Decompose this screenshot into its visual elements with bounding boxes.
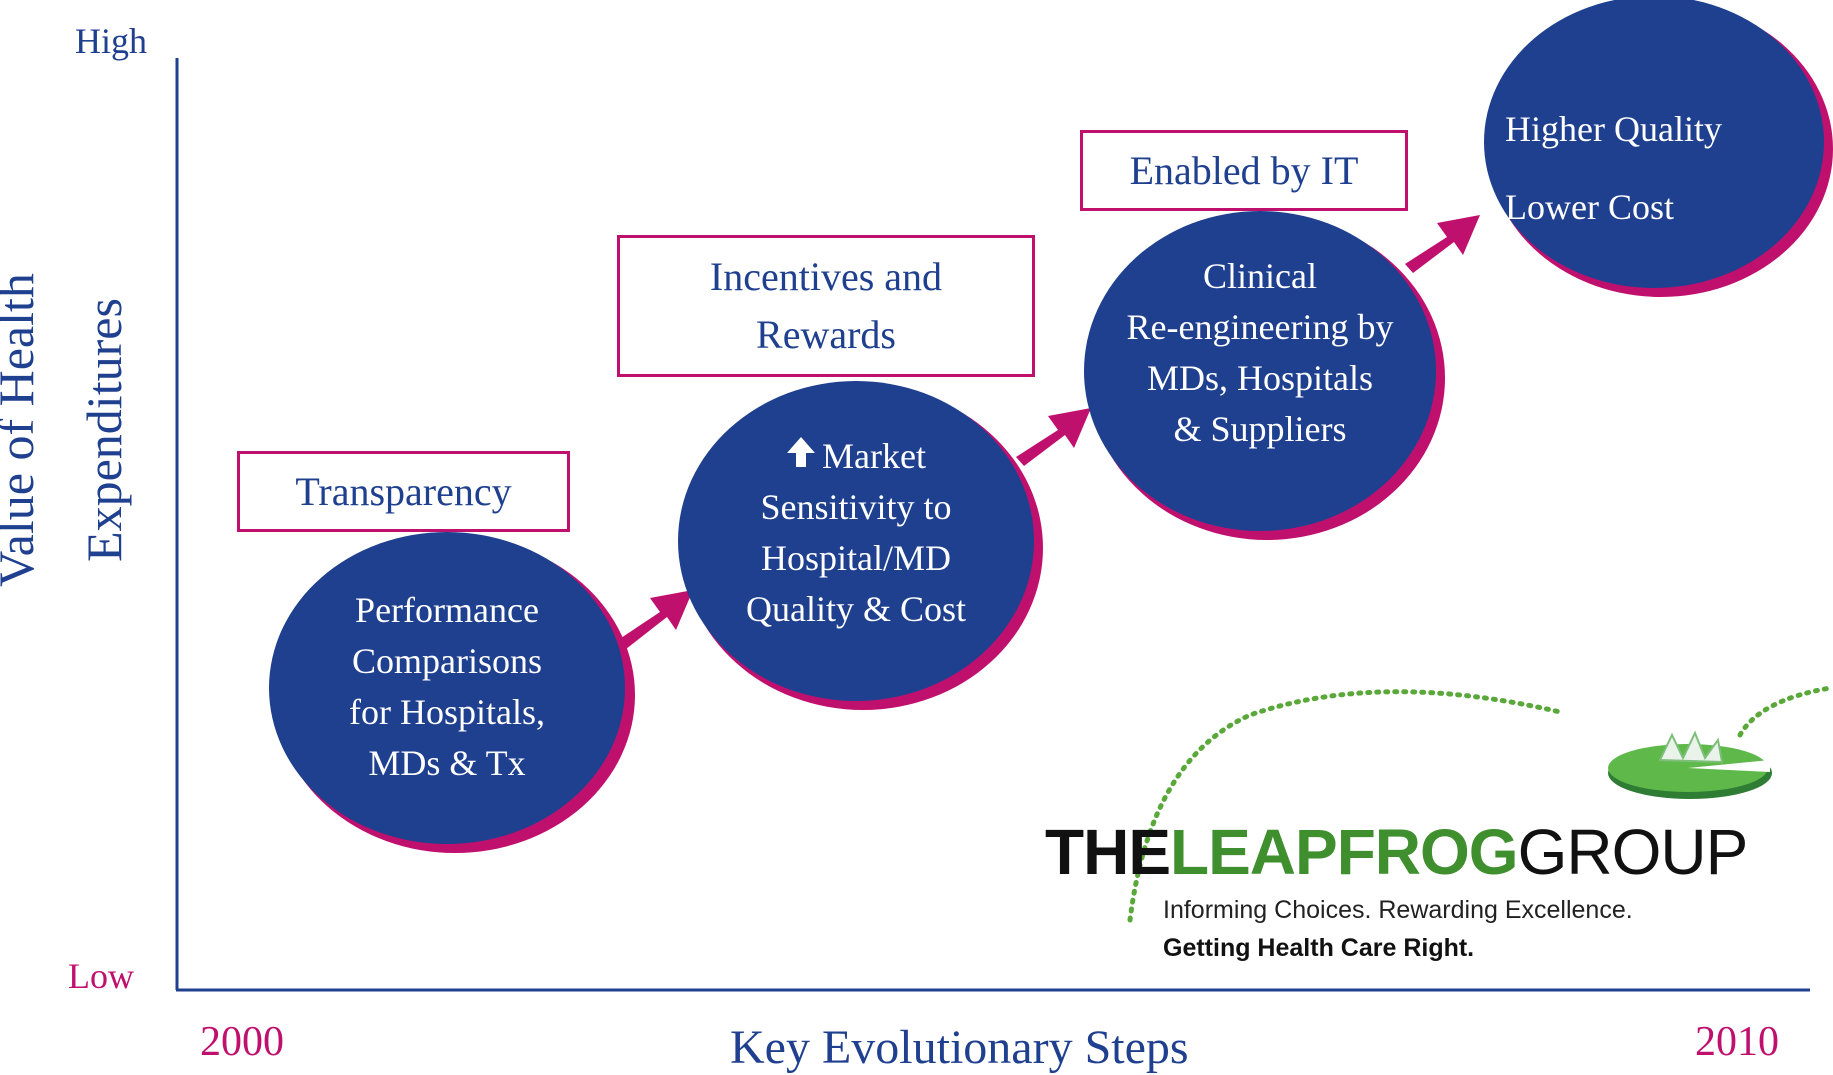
bubble-step2-text: Market Sensitivity to Hospital/MD Qualit…: [696, 428, 1016, 638]
bubble-step4-text: Higher Quality Lower Cost: [1505, 109, 1722, 227]
logo-the: THE: [1045, 816, 1171, 888]
leapfrog-logo: THELEAPFROGGROUP: [1045, 815, 1749, 889]
x-axis-start-label: 2000: [200, 1019, 284, 1065]
logo-leapfrog: LEAPFROG: [1170, 816, 1519, 888]
arrow-step1-to-step2: [618, 590, 693, 649]
y-axis-title-line2: Expenditures: [76, 298, 132, 562]
bubble-step1-text: Performance Comparisons for Hospitals, M…: [349, 590, 545, 783]
arrow-step2-to-step3: [1016, 408, 1091, 466]
x-axis-title: Key Evolutionary Steps: [730, 1021, 1189, 1074]
bubble-step3: [1084, 211, 1445, 540]
bubble-step2: [678, 381, 1043, 710]
logo-group: GROUP: [1517, 816, 1749, 888]
bubble-step3-text: Clinical Re-engineering by MDs, Hospital…: [1126, 256, 1394, 449]
bubble-step1: [269, 532, 635, 853]
x-axis-end-label: 2010: [1695, 1019, 1779, 1065]
label-box-incentives: Incentives and Rewards: [617, 235, 1035, 377]
leapfrog-dotted-arc: [1127, 689, 1563, 923]
lily-pad-icon: [1608, 730, 1772, 799]
logo-tagline-1: Informing Choices. Rewarding Excellence.: [1163, 896, 1633, 924]
label-box-transparency: Transparency: [237, 451, 570, 532]
logo-tagline-2: Getting Health Care Right.: [1163, 934, 1475, 962]
label-box-enabled-by-it: Enabled by IT: [1080, 130, 1408, 211]
arrow-step3-to-step4: [1405, 215, 1480, 273]
bubble-step4: [1484, 0, 1833, 297]
y-axis-low-label: Low: [68, 956, 134, 996]
y-axis-title-line1: Value of Health: [0, 273, 44, 587]
leapfrog-dotted-arc-right: [1737, 685, 1833, 738]
up-arrow-icon: [786, 431, 816, 482]
y-axis-high-label: High: [75, 21, 147, 61]
